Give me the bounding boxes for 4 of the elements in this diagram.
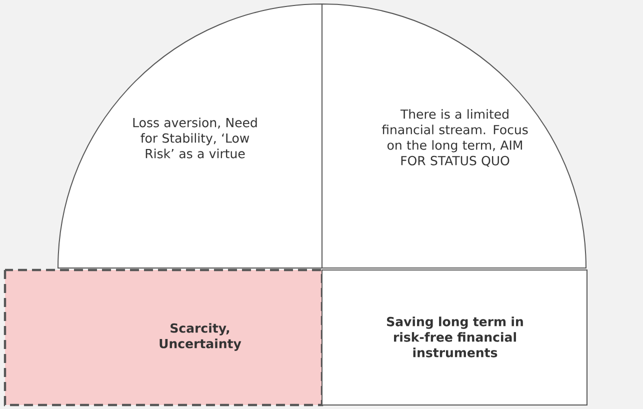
highlighted-box: Scarcity, Uncertainty (4, 268, 324, 406)
quarter-circle-panel: Loss aversion, Need for Stability, ‘Low Risk’ as a virtue (58, 4, 322, 268)
text-box: Saving long term in risk-free financial instruments (322, 270, 588, 406)
quarter-circle-panel: There is a limited financial stream. Focus on the long term, AIM FOR STATUS QUO (322, 4, 586, 268)
